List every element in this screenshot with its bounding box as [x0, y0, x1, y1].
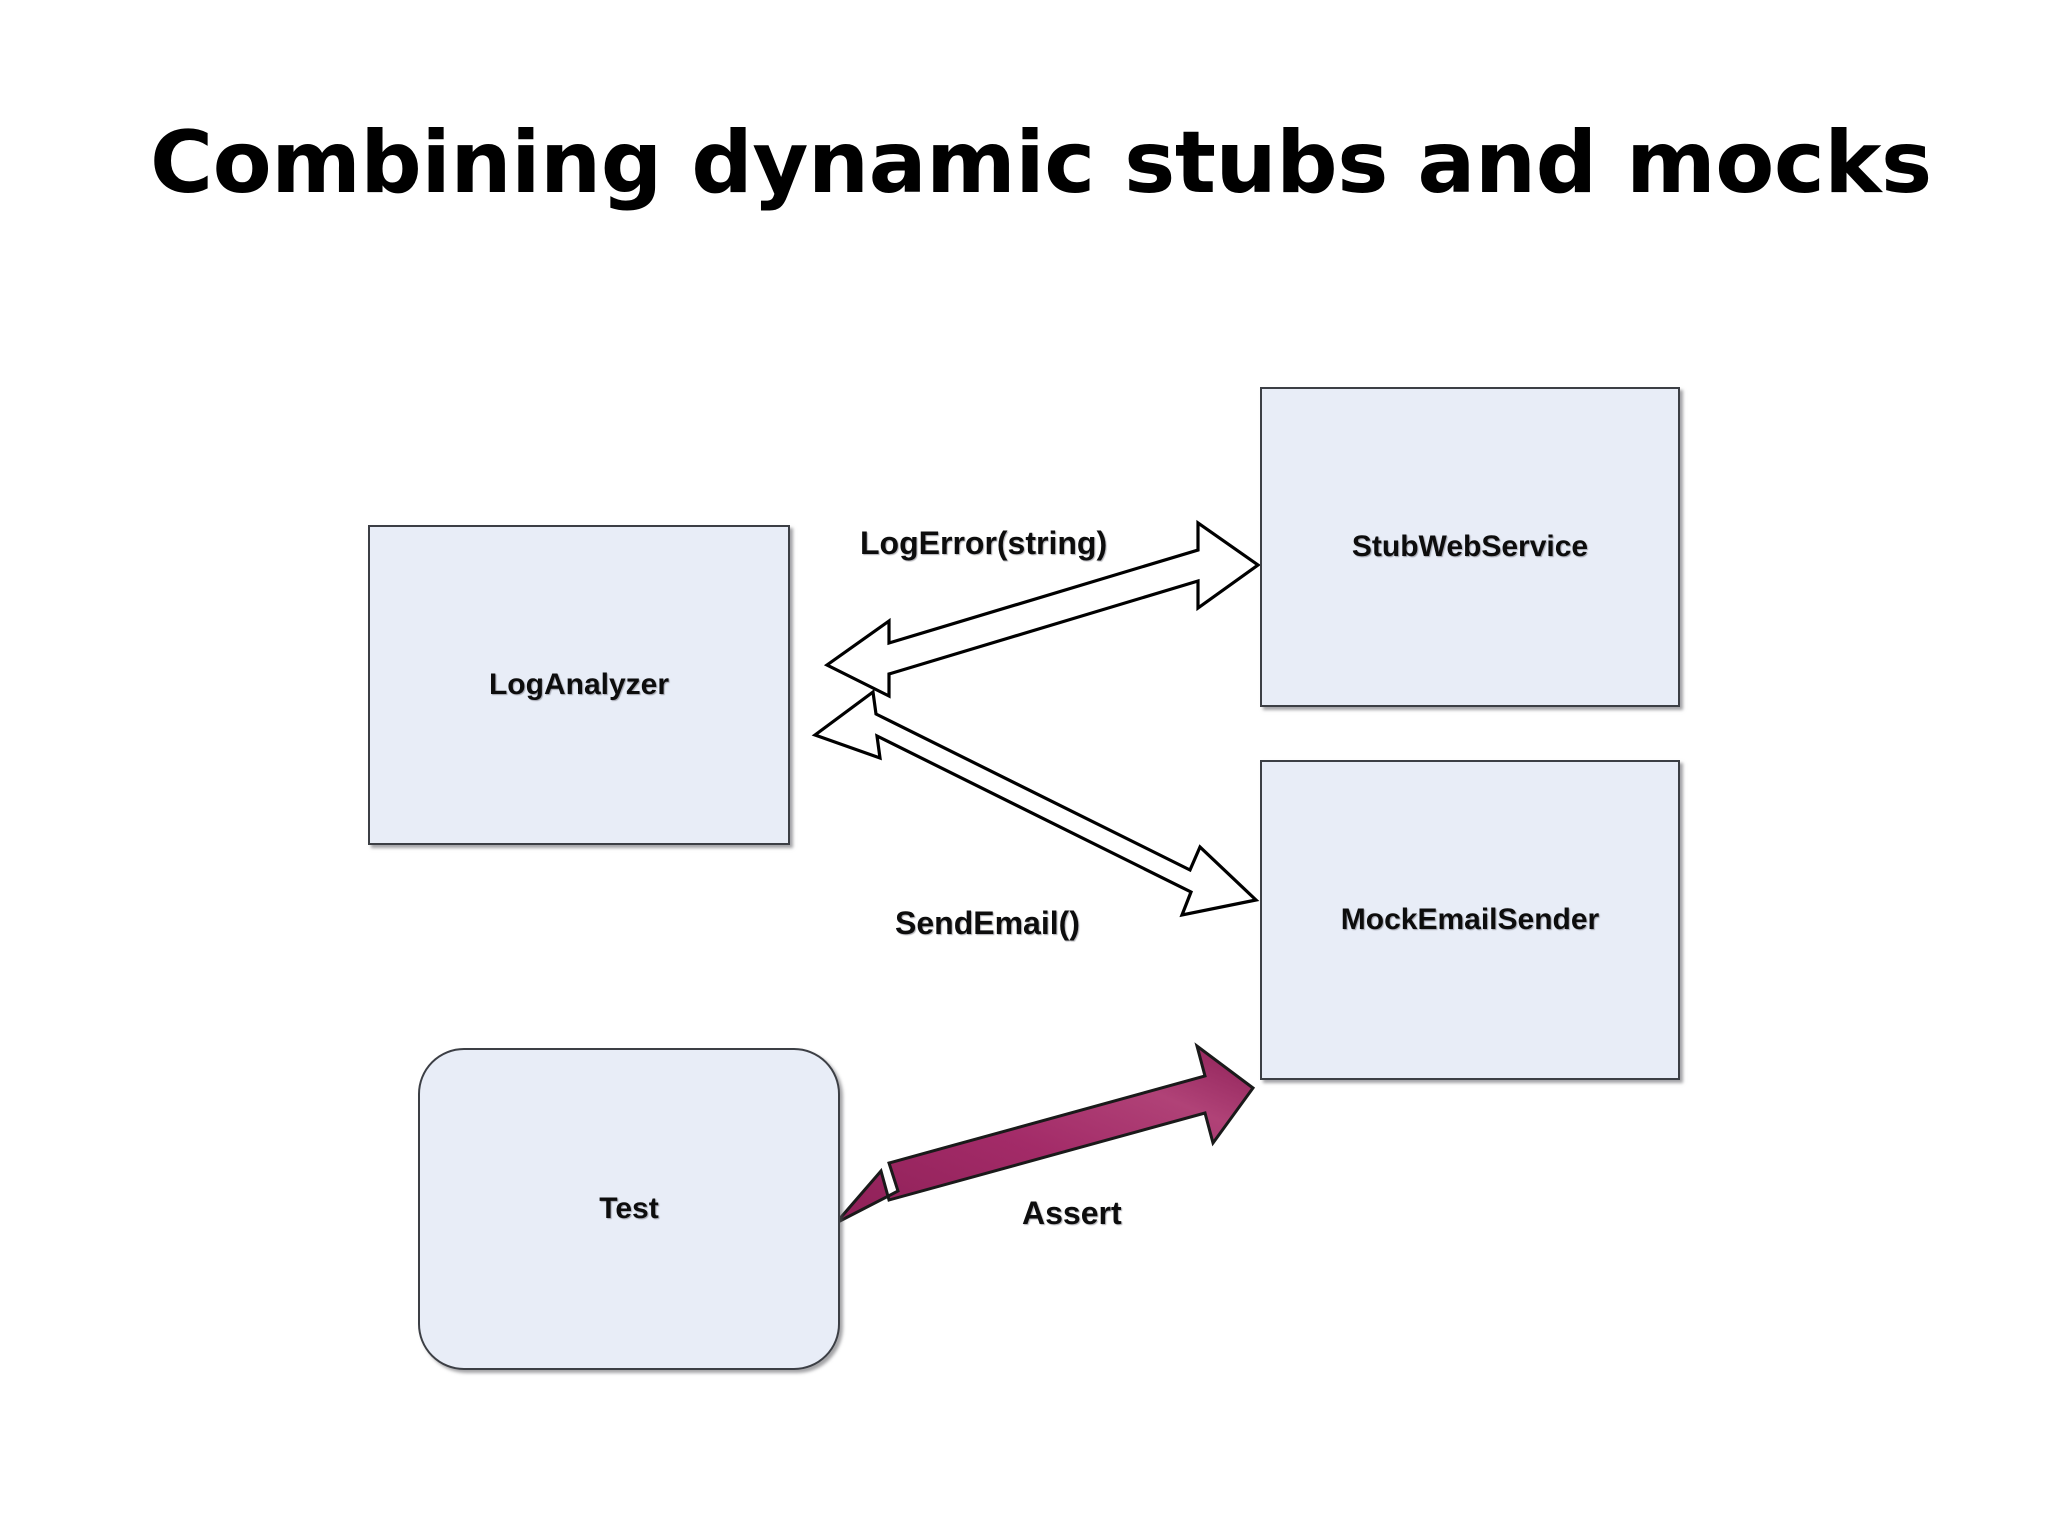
- node-mockemailsender[interactable]: MockEmailSender: [1260, 760, 1680, 1080]
- edge-label-assert: Assert: [1022, 1195, 1122, 1231]
- node-test-label: Test: [599, 1192, 659, 1225]
- edge-label-sendemail: SendEmail(): [895, 905, 1080, 941]
- node-stubwebservice[interactable]: StubWebService: [1260, 387, 1680, 707]
- node-loganalyzer[interactable]: LogAnalyzer: [368, 525, 790, 845]
- node-test[interactable]: Test: [418, 1048, 840, 1370]
- edge-label-logerror: LogError(string): [860, 525, 1108, 561]
- node-loganalyzer-label: LogAnalyzer: [488, 668, 670, 701]
- page-title: Combining dynamic stubs and mocks: [150, 113, 1932, 213]
- node-mockemailsender-label: MockEmailSender: [1340, 903, 1600, 936]
- node-stubwebservice-label: StubWebService: [1351, 530, 1589, 563]
